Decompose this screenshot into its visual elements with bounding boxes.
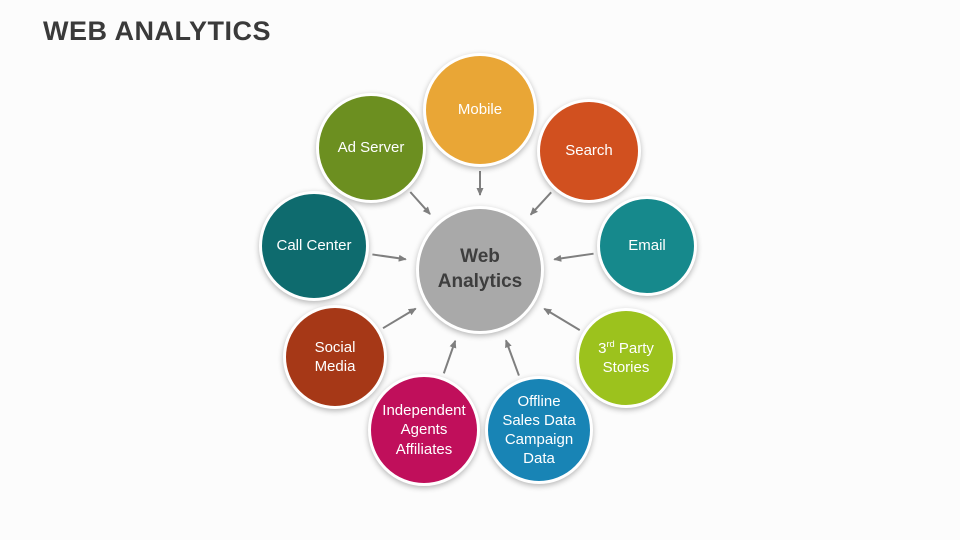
node-label: Mobile [457,101,503,119]
arrow-independent-agents-to-center [442,339,457,374]
node-email: Email [597,196,697,296]
node-label: Call Center [276,237,352,255]
arrow-social-media-to-center [382,307,417,330]
node-search: Search [537,99,641,203]
node-label: Search [565,142,613,160]
node-label: Email [628,237,666,255]
page-title: WEB ANALYTICS [43,16,272,46]
arrow-third-party-stories-to-center [543,307,581,331]
arrow-call-center-to-center [372,253,407,262]
arrow-offline-sales-data-to-center [505,339,520,376]
node-mobile: Mobile [423,53,537,167]
arrow-search-to-center [529,191,552,216]
node-ad-server: Ad Server [316,93,426,203]
node-label: Ad Server [337,139,405,157]
arrow-ad-server-to-center [409,191,431,215]
arrow-email-to-center [553,252,594,262]
node-call-center: Call Center [259,191,369,301]
